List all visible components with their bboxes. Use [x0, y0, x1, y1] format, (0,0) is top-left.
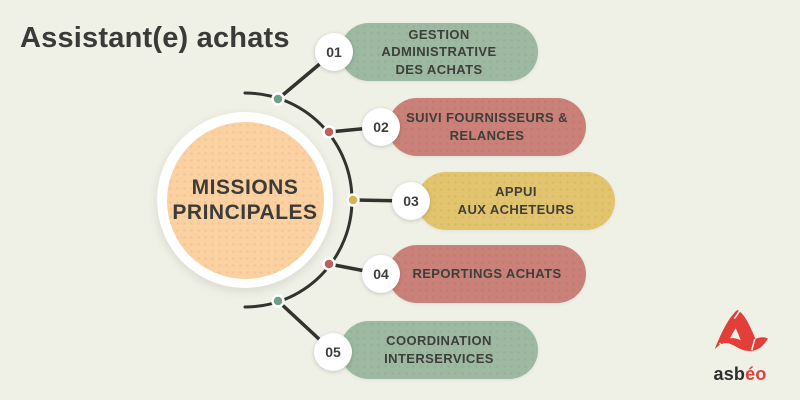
connector-dot-05 — [271, 294, 285, 308]
asbeo-logo-text: asbéo — [698, 364, 782, 385]
step-number-01: 01 — [315, 33, 353, 71]
mission-pill-label: REPORTINGS ACHATS — [412, 266, 562, 282]
connector-dot-02 — [322, 125, 336, 139]
asbeo-logo-icon — [714, 309, 768, 351]
step-number-03: 03 — [392, 182, 430, 220]
connector-dot-04 — [322, 257, 336, 271]
connector-dot-03 — [346, 193, 360, 207]
mission-pill-05: COORDINATION INTERSERVICES — [340, 321, 538, 379]
mission-pill-04: REPORTINGS ACHATS — [388, 245, 586, 303]
logo-text-dark: asb — [713, 364, 746, 384]
central-circle-label: MISSIONS PRINCIPALES — [166, 121, 324, 279]
mission-pill-02: SUIVI FOURNISSEURS & RELANCES — [388, 98, 586, 156]
central-circle: MISSIONS PRINCIPALES — [157, 112, 333, 288]
connector-dot-01 — [271, 92, 285, 106]
page-title: Assistant(e) achats — [20, 22, 290, 54]
step-number-04: 04 — [362, 255, 400, 293]
mission-pill-label: GESTION ADMINISTRATIVE DES ACHATS — [381, 26, 497, 77]
logo-text-accent: éo — [745, 364, 767, 384]
mission-pill-label: SUIVI FOURNISSEURS & RELANCES — [406, 110, 568, 143]
step-number-05: 05 — [314, 333, 352, 371]
step-number-02: 02 — [362, 108, 400, 146]
mission-pill-label: APPUI AUX ACHETEURS — [457, 184, 575, 217]
mission-pill-label: COORDINATION INTERSERVICES — [384, 333, 494, 366]
mission-pill-03: APPUI AUX ACHETEURS — [417, 172, 615, 230]
mission-pill-01: GESTION ADMINISTRATIVE DES ACHATS — [340, 23, 538, 81]
asbeo-logo: asbéo — [698, 308, 782, 385]
